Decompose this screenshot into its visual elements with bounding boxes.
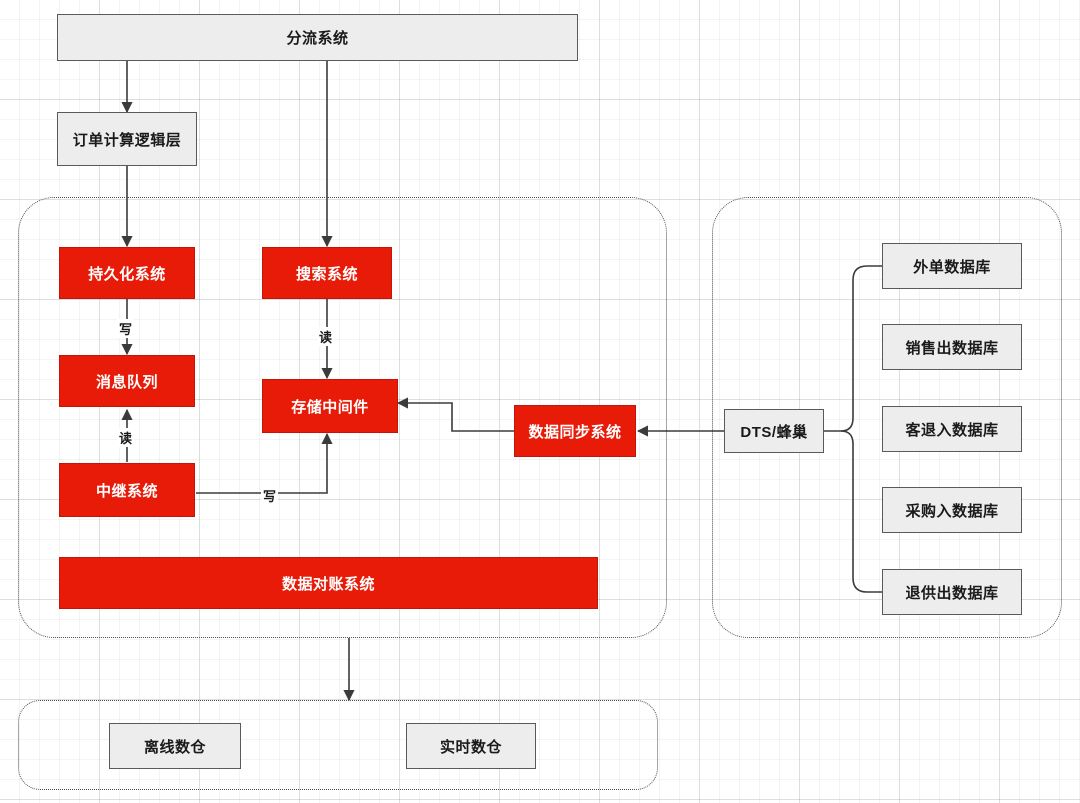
core-system-group bbox=[18, 197, 667, 638]
node-persistence-system[interactable]: 持久化系统 bbox=[59, 247, 195, 299]
node-search-system[interactable]: 搜索系统 bbox=[262, 247, 392, 299]
node-data-sync-system[interactable]: 数据同步系统 bbox=[514, 405, 636, 457]
edge-datasync-to-storage bbox=[396, 397, 514, 432]
node-offline-warehouse[interactable]: 离线数仓 bbox=[109, 723, 241, 769]
data-warehouse-group bbox=[18, 700, 658, 790]
node-realtime-warehouse[interactable]: 实时数仓 bbox=[406, 723, 536, 769]
node-database-2[interactable]: 客退入数据库 bbox=[882, 406, 1022, 452]
edge-dts-to-db-1 bbox=[840, 265, 882, 432]
edge-label-relay-to-mq: 读 bbox=[117, 428, 135, 447]
node-dispatch-system[interactable]: 分流系统 bbox=[57, 14, 578, 61]
node-order-calc-layer[interactable]: 订单计算逻辑层 bbox=[57, 112, 197, 166]
edge-label-relay-to-storage: 写 bbox=[261, 486, 279, 505]
node-database-4[interactable]: 退供出数据库 bbox=[882, 569, 1022, 615]
node-dts-hive[interactable]: DTS/蜂巢 bbox=[724, 409, 824, 453]
node-database-3[interactable]: 采购入数据库 bbox=[882, 487, 1022, 533]
database-group bbox=[712, 197, 1062, 638]
edge-dts-to-db-5 bbox=[840, 430, 882, 593]
node-storage-middleware[interactable]: 存储中间件 bbox=[262, 379, 398, 433]
node-relay-system[interactable]: 中继系统 bbox=[59, 463, 195, 517]
node-database-0[interactable]: 外单数据库 bbox=[882, 243, 1022, 289]
edge-label-search-to-storage: 读 bbox=[317, 327, 335, 346]
edge-label-persistence-to-mq: 写 bbox=[117, 319, 135, 338]
node-database-1[interactable]: 销售出数据库 bbox=[882, 324, 1022, 370]
node-message-queue[interactable]: 消息队列 bbox=[59, 355, 195, 407]
edge-relay-to-storage bbox=[196, 432, 333, 494]
node-data-reconciliation-system[interactable]: 数据对账系统 bbox=[59, 557, 598, 609]
